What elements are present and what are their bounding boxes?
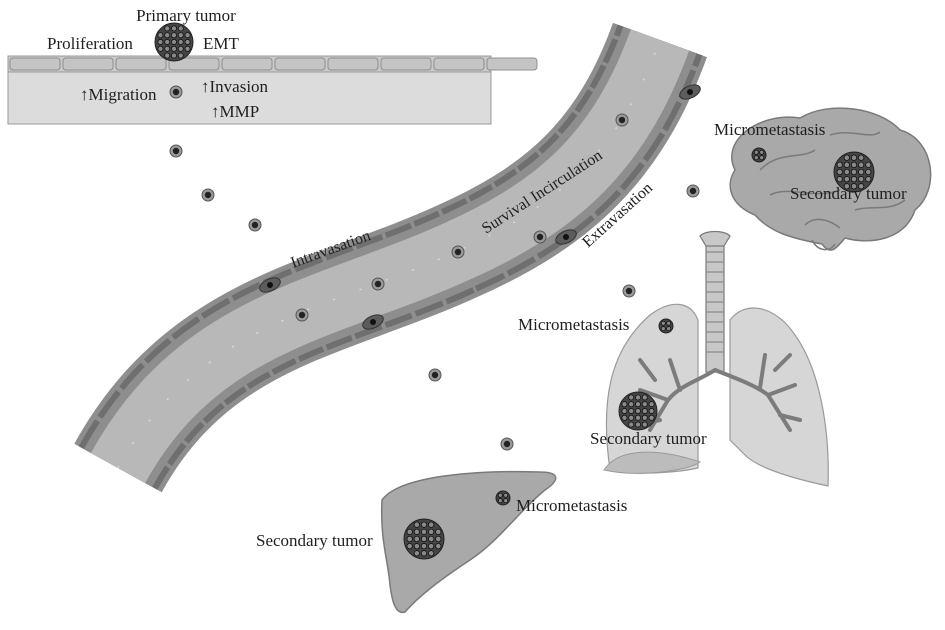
emt-label: EMT <box>203 34 240 53</box>
transmigrating-cell-icon <box>555 229 577 245</box>
tumor-cell-icon <box>169 144 183 158</box>
migration-label: ↑Migration <box>80 85 157 104</box>
liver-micrometastasis-label: Micrometastasis <box>516 496 627 515</box>
larynx <box>699 230 731 247</box>
lung-micrometastasis-icon <box>658 318 674 334</box>
brain-secondary-tumor-icon <box>833 151 875 193</box>
liver-secondary-tumor-icon <box>403 518 445 560</box>
brain-secondary-tumor-label: Secondary tumor <box>790 184 907 203</box>
tumor-cell-icon <box>686 184 700 198</box>
circulating-tumor-cells <box>169 84 701 451</box>
epithelium <box>7 55 538 125</box>
blood-vessel-icon <box>74 22 707 494</box>
brain-shape <box>729 107 932 251</box>
epithelial-cells <box>9 57 538 71</box>
tumor-cell-icon <box>500 437 514 451</box>
left-lung <box>605 303 699 474</box>
tumor-cell-icon <box>428 368 442 382</box>
lung-secondary-tumor-label: Secondary tumor <box>590 429 707 448</box>
epithelial-cell <box>221 57 273 71</box>
epithelial-cell <box>380 57 432 71</box>
tumor-cell-icon <box>201 188 215 202</box>
tumor-cell-icon <box>169 85 183 99</box>
tumor-cell-icon <box>248 218 262 232</box>
brain-icon <box>729 107 932 251</box>
tumor-cell-icon <box>295 308 309 322</box>
vessel-lumen <box>90 29 690 484</box>
tumor-cell-icon <box>622 284 636 298</box>
lung-secondary-tumor-icon <box>618 391 658 431</box>
brain-stem <box>811 239 836 251</box>
primary-tumor-cluster-icon <box>154 22 194 62</box>
epithelial-cell <box>327 57 379 71</box>
epithelial-cell <box>115 57 167 71</box>
tumor-cell-icon <box>533 230 547 244</box>
lungs-icon <box>603 230 829 487</box>
proliferation-label: Proliferation <box>47 34 133 53</box>
trachea-rings <box>706 251 724 353</box>
liver-shape <box>380 470 557 614</box>
tumor-cell-icon <box>615 113 629 127</box>
tumor-cell-icon <box>371 277 385 291</box>
epithelial-cell <box>168 57 220 71</box>
epithelial-cell <box>62 57 114 71</box>
brain-micrometastasis-label: Micrometastasis <box>714 120 825 139</box>
transmigrating-cell-icon <box>259 277 281 293</box>
invasion-label: ↑Invasion <box>201 77 269 96</box>
epithelial-cell <box>433 57 485 71</box>
epithelial-cell <box>9 57 61 71</box>
liver-icon <box>380 470 557 614</box>
brain-gyri <box>759 131 906 229</box>
brain-micrometastasis-icon <box>751 147 767 163</box>
right-bronchi <box>713 353 802 432</box>
transmigrating-cell-icon <box>362 314 384 330</box>
liver-micrometastasis-icon <box>495 490 511 506</box>
primary-tumor-label: Primary tumor <box>136 6 236 25</box>
right-lung <box>729 307 829 487</box>
tumor-clusters <box>154 22 875 560</box>
left-bronchi <box>638 358 717 432</box>
epithelial-cell <box>486 57 538 71</box>
transmigrating-cell-icon <box>679 84 701 100</box>
liver-secondary-tumor-label: Secondary tumor <box>256 531 373 550</box>
mmp-label: ↑MMP <box>211 102 259 121</box>
tumor-cell-icon <box>451 245 465 259</box>
lung-micrometastasis-label: Micrometastasis <box>518 315 629 334</box>
lung-lower-lobe <box>603 451 702 474</box>
epithelial-cell <box>274 57 326 71</box>
